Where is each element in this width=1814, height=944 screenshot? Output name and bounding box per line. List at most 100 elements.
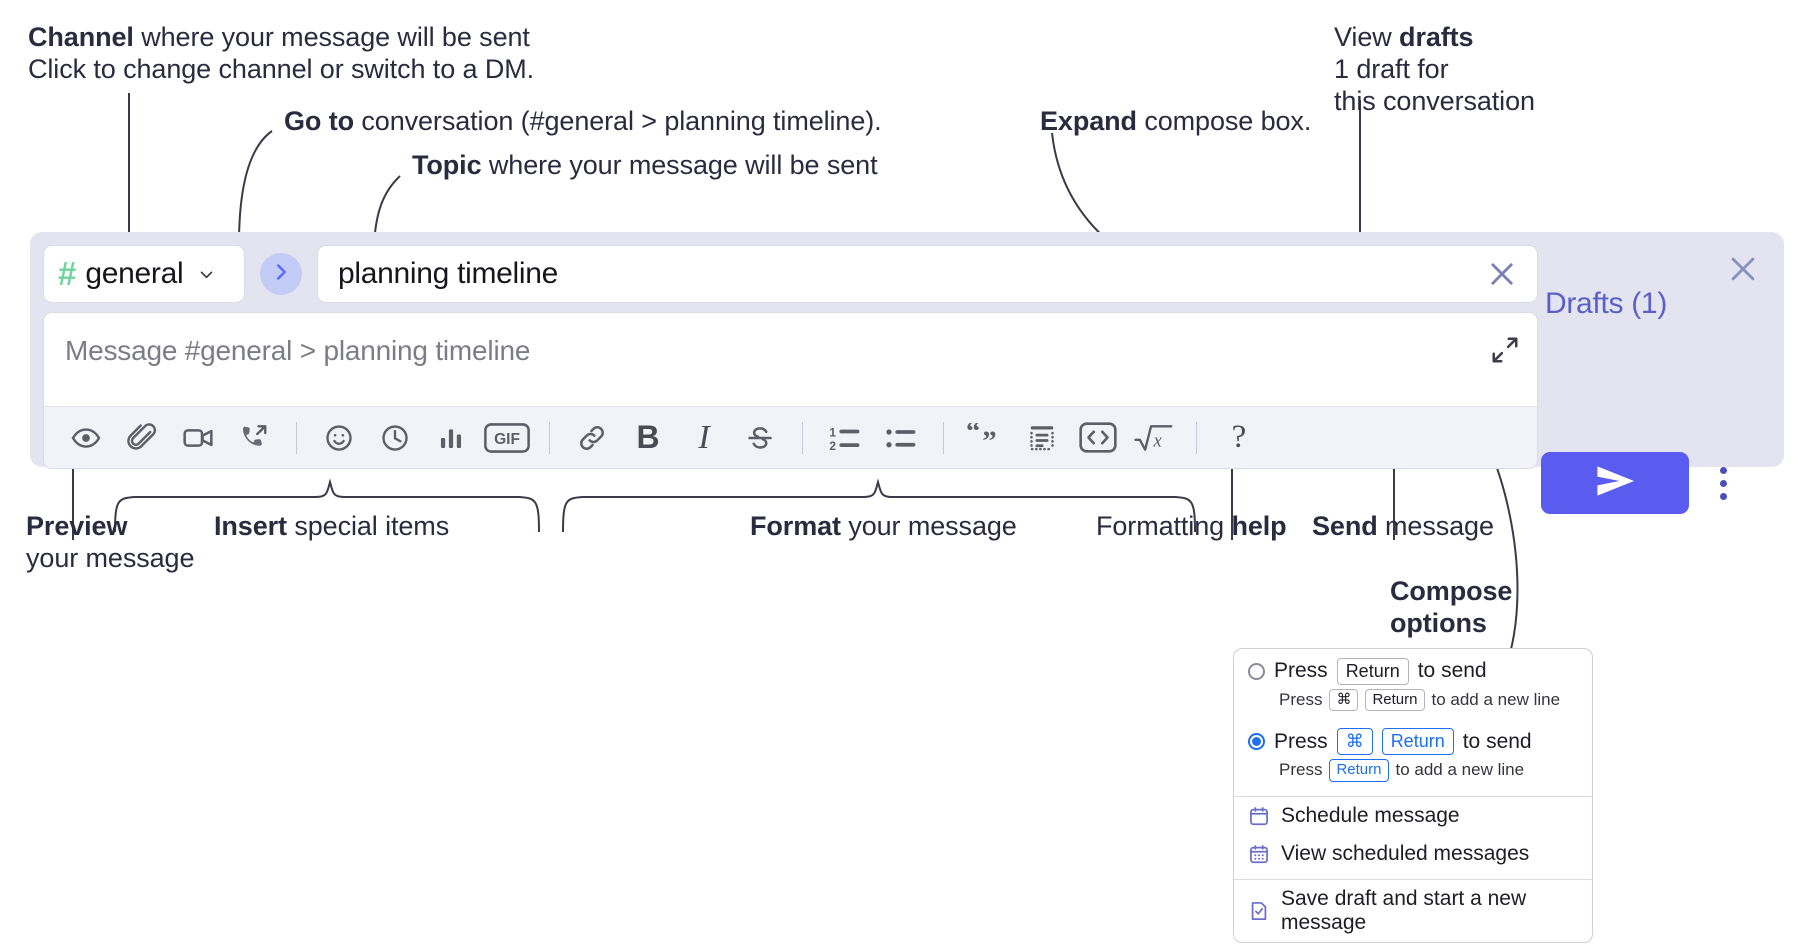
send-option-cmd-return[interactable]: Press ⌘ Return to send (1234, 719, 1592, 755)
svg-text:2: 2 (829, 439, 836, 453)
annotation-channel-sub: Click to change channel or switch to a D… (28, 54, 535, 84)
strikethrough-button[interactable] (732, 413, 788, 463)
bulleted-list-button[interactable] (873, 413, 929, 463)
annotation-formatting-help: Formatting help (1096, 511, 1287, 543)
sub-press: Press (1279, 760, 1323, 780)
emoji-button[interactable] (311, 413, 367, 463)
goto-conversation-button[interactable] (260, 253, 302, 295)
separator-3 (802, 421, 803, 454)
link-button[interactable] (564, 413, 620, 463)
send-button[interactable] (1541, 452, 1689, 514)
key-return: Return (1336, 658, 1409, 685)
menu-item-save-draft[interactable]: Save draft and start a new message (1234, 880, 1592, 942)
close-icon[interactable] (1485, 257, 1519, 291)
bar-chart-icon (437, 424, 465, 452)
ordered-list-button[interactable]: 1 2 (817, 413, 873, 463)
formatting-toolbar: GIF (44, 406, 1537, 468)
menu-item-label: View scheduled messages (1281, 841, 1530, 865)
annotation-formatting-help-bold: help (1231, 511, 1287, 541)
blockquote-button[interactable]: “ ” (958, 413, 1014, 463)
svg-text:1: 1 (829, 425, 836, 439)
key-return: Return (1365, 688, 1425, 712)
menu-item-schedule-message[interactable]: Schedule message (1234, 797, 1592, 835)
annotation-channel-bold: Channel (28, 22, 134, 52)
annotation-send-rest: message (1377, 511, 1494, 541)
annotation-insert-rest: special items (286, 511, 450, 541)
italic-icon: I (698, 418, 710, 456)
ordered-list-icon: 1 2 (828, 423, 862, 453)
annotation-insert: Insert special items (214, 511, 449, 543)
topic-field[interactable]: planning timeline (317, 245, 1538, 303)
annotation-drafts-rest: View (1334, 22, 1400, 52)
hash-icon: # (58, 254, 77, 292)
math-button[interactable]: x (1126, 413, 1182, 463)
phone-arrow-icon (239, 423, 269, 453)
annotation-topic-rest: where your message will be sent (481, 150, 878, 180)
message-box: Message #general > planning timeline (43, 312, 1538, 469)
code-block-button[interactable] (1014, 413, 1070, 463)
compose-header-row: # general planni (43, 245, 1538, 303)
menu-divider (1234, 878, 1592, 880)
annotation-topic-bold: Topic (412, 150, 482, 180)
separator-4 (943, 421, 944, 454)
annotation-goto: Go to conversation (#general > planning … (284, 106, 882, 138)
inline-code-button[interactable] (1070, 413, 1126, 463)
annotation-channel-rest: where your message will be sent (133, 22, 530, 52)
formatting-help-button[interactable]: ? (1211, 413, 1267, 463)
radio-icon[interactable] (1248, 662, 1265, 680)
annotation-drafts-bold: drafts (1399, 22, 1474, 52)
annotation-topic: Topic where your message will be sent (412, 150, 878, 182)
annotation-drafts-line2: 1 draft for (1334, 54, 1449, 84)
key-return: Return (1381, 728, 1454, 755)
clock-icon (380, 423, 410, 453)
kebab-dot (1719, 479, 1727, 487)
gif-icon: GIF (484, 422, 530, 453)
radio-icon-selected[interactable] (1248, 733, 1265, 750)
bold-icon: B (636, 419, 660, 455)
compose-options-button[interactable] (1707, 452, 1739, 514)
menu-item-label: Save draft and start a new message (1281, 886, 1527, 934)
annotation-expand-rest: compose box. (1136, 106, 1312, 136)
message-input[interactable]: Message #general > planning timeline (44, 313, 1537, 406)
menu-item-view-scheduled-messages[interactable]: View scheduled messages (1234, 835, 1592, 873)
annotation-expand: Expand compose box. (1040, 106, 1311, 138)
svg-text:x: x (1153, 430, 1163, 450)
sub-press: Press (1279, 689, 1323, 709)
channel-picker[interactable]: # general (43, 245, 245, 303)
annotation-formatting-help-rest: Formatting (1096, 511, 1232, 541)
send-option-return-tail: to send (1417, 659, 1487, 683)
expand-icon[interactable] (1490, 335, 1520, 365)
bold-button[interactable]: B (620, 413, 676, 463)
kebab-dot (1719, 466, 1727, 474)
italic-button[interactable]: I (676, 413, 732, 463)
close-icon[interactable] (1726, 252, 1760, 286)
strikethrough-icon (745, 423, 775, 453)
annotation-send: Send message (1312, 511, 1494, 543)
annotation-format-rest: your message (840, 511, 1017, 541)
annotation-preview-line2: your message (26, 543, 195, 573)
annotation-insert-bold: Insert (214, 511, 287, 541)
reminder-button[interactable] (367, 413, 423, 463)
chevron-right-icon (270, 261, 292, 288)
chevron-down-icon (198, 266, 215, 283)
attach-file-button[interactable] (114, 413, 170, 463)
gif-button[interactable]: GIF (479, 413, 535, 463)
link-icon (577, 423, 607, 453)
question-mark-icon: ? (1231, 419, 1247, 455)
drafts-link[interactable]: Drafts (1) (1545, 287, 1668, 320)
send-option-return-press: Press (1274, 659, 1328, 683)
preview-button[interactable] (58, 413, 114, 463)
poll-button[interactable] (423, 413, 479, 463)
key-command: ⌘ (1336, 728, 1373, 755)
channel-name: general (85, 257, 184, 290)
send-option-return[interactable]: Press Return to send (1234, 649, 1592, 685)
audio-clip-button[interactable] (226, 413, 282, 463)
annotation-compose-options-bold: Compose (1390, 576, 1513, 606)
compose-panel: # general planni (30, 232, 1784, 469)
video-clip-button[interactable] (170, 413, 226, 463)
kebab-menu-icon (1719, 466, 1727, 500)
message-placeholder: Message #general > planning timeline (65, 335, 531, 366)
send-option-return-sub: Press ⌘ Return to add a new line (1234, 685, 1592, 720)
separator-1 (296, 421, 297, 454)
annotation-compose-options-l1: Compose (1390, 576, 1512, 608)
